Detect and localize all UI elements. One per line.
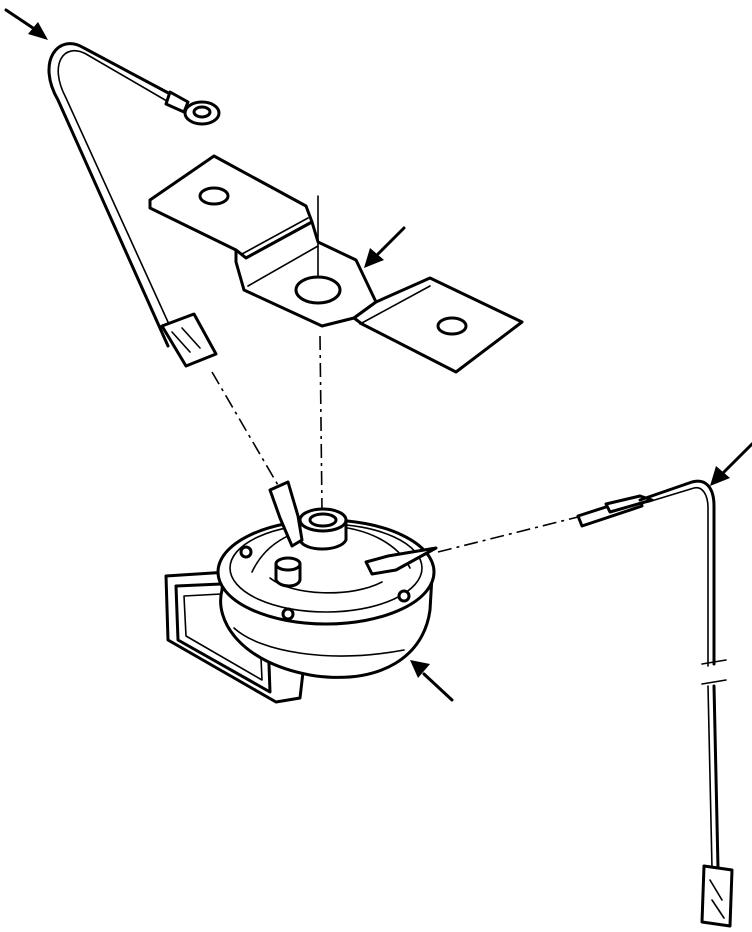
ground-wire-connector: [162, 314, 216, 366]
horn-rim-screw: [399, 591, 409, 601]
horn-terminal-left: [270, 482, 302, 546]
ground-wire: [49, 44, 219, 366]
horn-terminal-right: [366, 548, 436, 574]
horn-adjusting-screw: [276, 558, 300, 586]
alignment-lines: [212, 196, 582, 552]
power-wire-connector: [578, 496, 652, 526]
ground-wire-callout-arrow: [6, 10, 48, 40]
horn-rim-screw: [283, 609, 293, 619]
horn-callout-arrow: [410, 660, 452, 700]
bracket-callout-arrow: [364, 228, 404, 268]
ring-terminal: [166, 92, 219, 124]
mounting-bracket: [150, 156, 522, 372]
bracket-hole-left: [200, 188, 228, 204]
horn-rim-screw: [241, 547, 251, 557]
bracket-hole-right: [438, 318, 466, 334]
bracket-hole-center: [296, 277, 340, 303]
horn: [166, 482, 436, 702]
power-wire-callout-arrow: [710, 444, 752, 486]
callout-arrows: [6, 10, 752, 700]
wire-break-mark: [702, 660, 726, 684]
power-wire: [578, 481, 732, 926]
horn-mounting-stud: [300, 509, 346, 549]
power-wire-terminal: [702, 866, 732, 926]
